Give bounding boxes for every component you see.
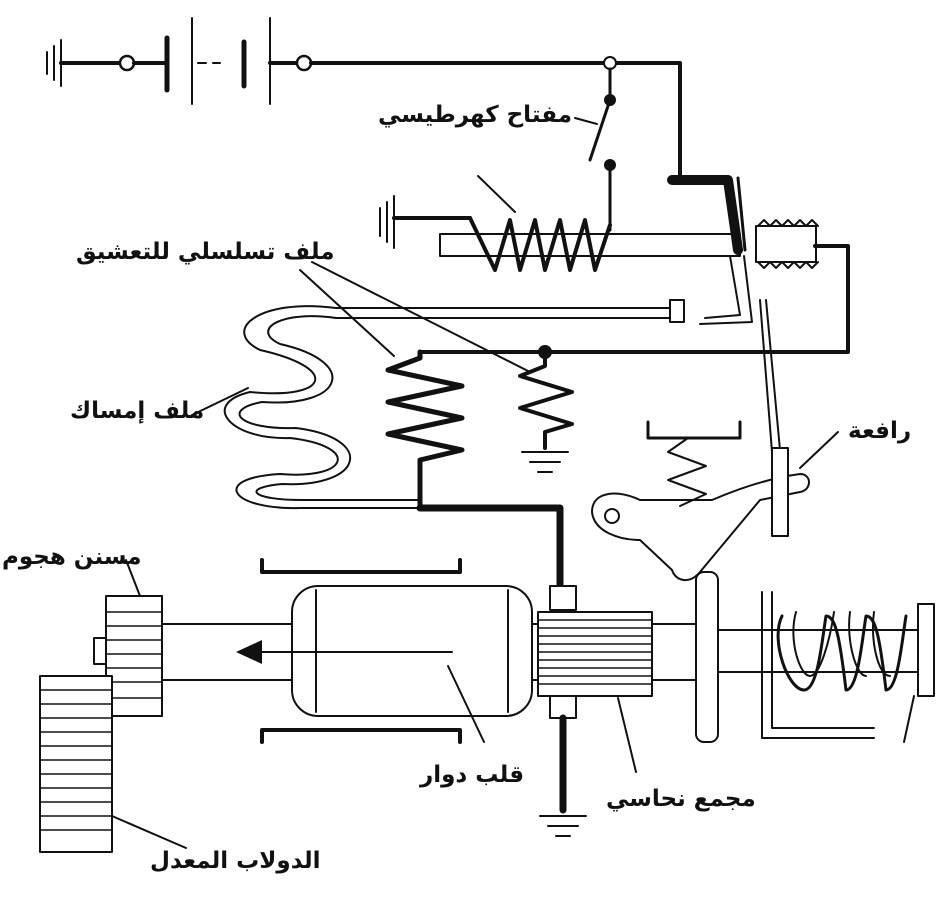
leader-line [191, 387, 249, 416]
return-spring [646, 420, 742, 507]
label-pinion: مسنن هجوم [2, 544, 142, 570]
label-hold-coil: ملف إمساك [70, 398, 205, 424]
label-ignition-switch: مفتاح كهرطيسي [378, 102, 572, 128]
terminal-bolt [543, 219, 850, 354]
leader-line [111, 815, 187, 849]
hold-coil [223, 305, 421, 510]
pole-shoes [260, 558, 462, 744]
leader-line [125, 559, 141, 597]
armature [236, 585, 533, 717]
ignition-switch [588, 67, 616, 232]
label-commutator: مجمع نحاسي [606, 786, 756, 812]
drive-spring [776, 603, 935, 697]
lever [591, 299, 810, 581]
main-feed-wire [309, 56, 682, 182]
leader-line [477, 175, 516, 213]
leader-line [574, 117, 598, 125]
label-lever: رافعة [848, 418, 912, 444]
pinion [93, 595, 163, 717]
shift-collar [695, 571, 875, 743]
series-coil [385, 349, 564, 594]
flywheel [39, 675, 113, 853]
leader-line [799, 431, 839, 469]
leader-line [311, 261, 531, 373]
leader-line [903, 695, 915, 743]
leader-line [447, 665, 485, 743]
leader-line [617, 697, 637, 773]
label-armature: قلب دوار [420, 762, 525, 788]
solenoid-coil [379, 195, 741, 272]
commutator [537, 585, 653, 837]
label-series-coil: ملف تسلسلي للتعشيق [76, 239, 335, 265]
label-flywheel: الدولاب المعدل [150, 848, 321, 874]
main-contacts [335, 175, 753, 325]
leader-line [299, 269, 395, 357]
shunt-resistor [518, 345, 574, 473]
battery [46, 17, 313, 105]
